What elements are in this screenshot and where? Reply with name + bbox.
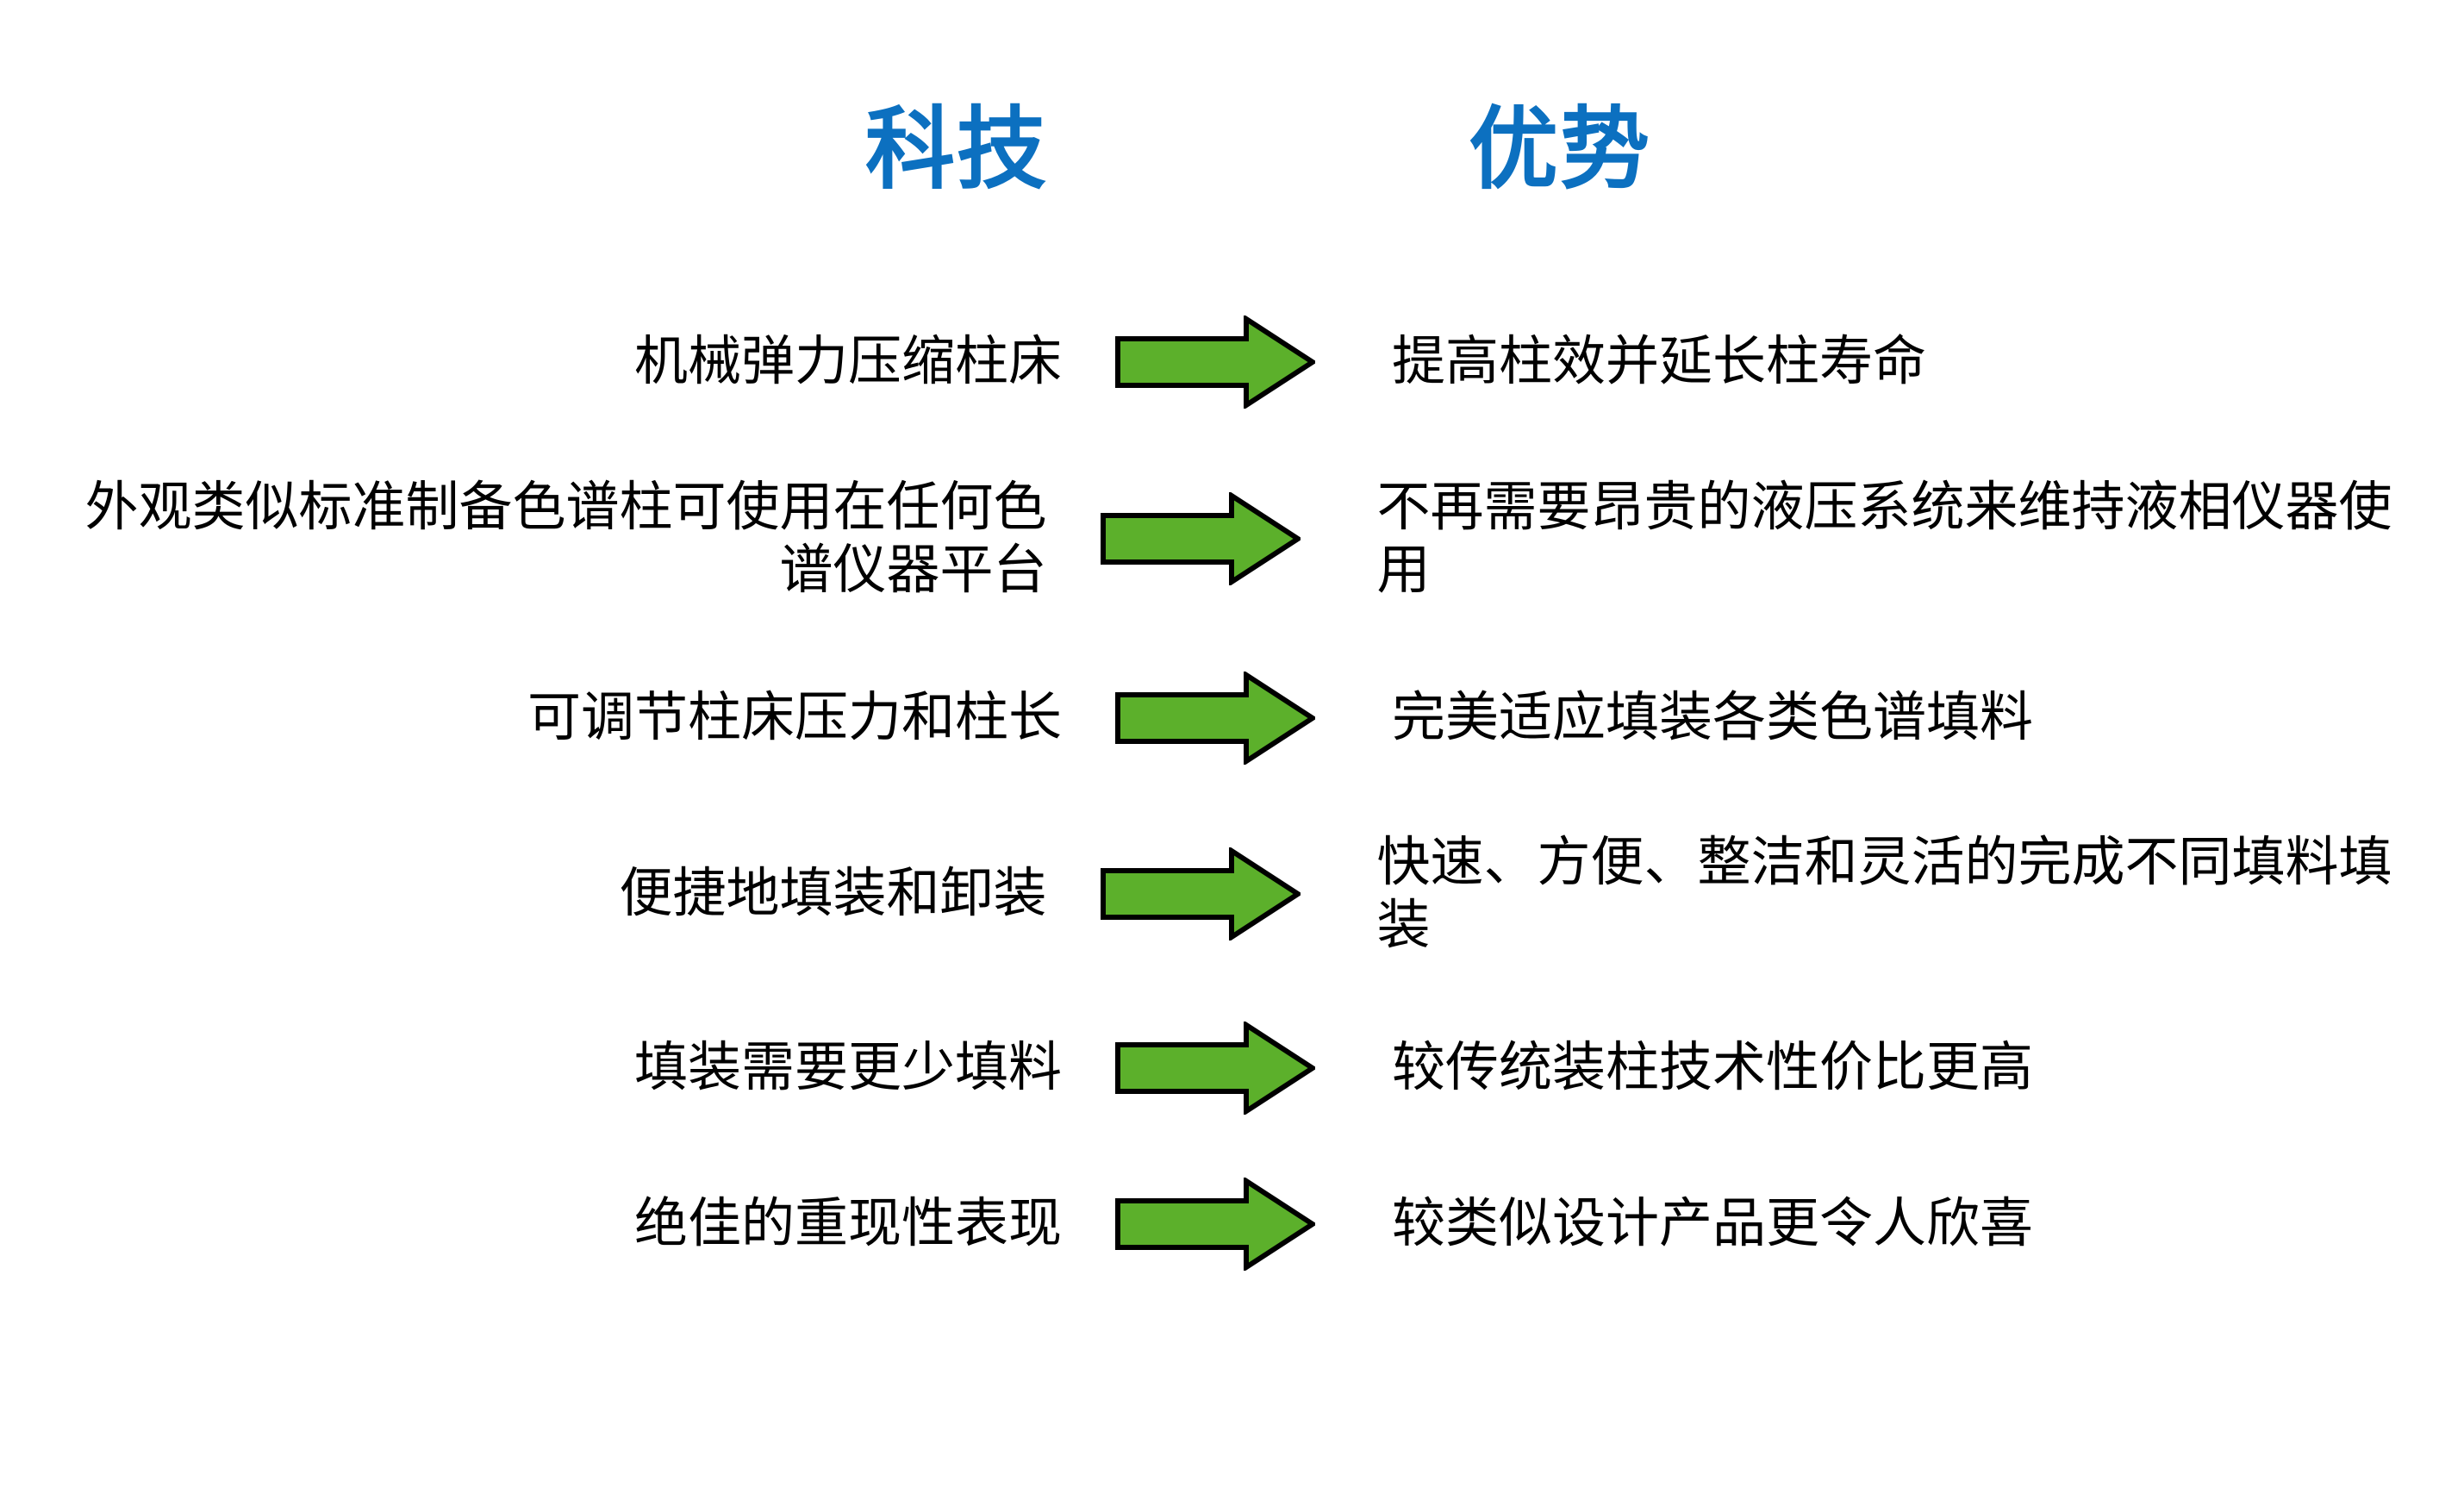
advantage-text: 快速、方便、整洁和灵活的完成不同填料填装: [1376, 832, 2392, 955]
comparison-row: 外观类似标准制备色谱柱可使用在任何色谱仪器平台 不再需要昂贵的液压系统来维持液相…: [0, 440, 2464, 638]
column-header-advantage: 优势: [1468, 100, 1651, 200]
comparison-rows: 机械弹力压缩柱床 提高柱效并延长柱寿命 外观类似标准制备色谱柱可使用在任何色谱仪…: [0, 284, 2464, 1302]
right-arrow-icon: [1115, 316, 1315, 409]
technology-text: 便捷地填装和卸装: [619, 864, 1047, 924]
right-arrow-icon: [1115, 672, 1315, 765]
comparison-row: 机械弹力压缩柱床 提高柱效并延长柱寿命: [0, 284, 2464, 440]
right-arrow-icon: [1115, 1178, 1315, 1271]
arrow-cell: [1086, 1178, 1344, 1271]
arrow-cell: [1071, 847, 1330, 940]
technology-text: 可调节柱床压力和柱长: [527, 688, 1062, 748]
technology-text: 机械弹力压缩柱床: [633, 332, 1062, 392]
right-arrow-icon: [1100, 847, 1301, 940]
right-arrow-icon: [1100, 492, 1301, 585]
advantage-text: 较类似设计产品更令人欣喜: [1392, 1194, 2034, 1254]
arrow-cell: [1086, 1022, 1344, 1115]
advantage-text: 较传统装柱技术性价比更高: [1392, 1038, 2034, 1098]
advantage-text: 完美适应填装各类色谱填料: [1392, 688, 2034, 748]
comparison-row: 绝佳的重现性表现 较类似设计产品更令人欣喜: [0, 1147, 2464, 1302]
technology-text: 填装需要更少填料: [633, 1038, 1062, 1098]
technology-text: 绝佳的重现性表现: [633, 1194, 1062, 1254]
column-header-technology: 科技: [864, 100, 1048, 200]
arrow-cell: [1086, 316, 1344, 409]
arrow-cell: [1086, 672, 1344, 765]
column-headers: 科技 优势: [0, 83, 2464, 212]
advantage-text: 提高柱效并延长柱寿命: [1392, 332, 1927, 392]
advantage-text: 不再需要昂贵的液压系统来维持液相仪器使用: [1376, 477, 2392, 600]
technology-text: 外观类似标准制备色谱柱可使用在任何色谱仪器平台: [84, 477, 1047, 600]
comparison-row: 可调节柱床压力和柱长 完美适应填装各类色谱填料: [0, 638, 2464, 798]
comparison-row: 填装需要更少填料 较传统装柱技术性价比更高: [0, 990, 2464, 1147]
arrow-cell: [1071, 492, 1330, 585]
comparison-row: 便捷地填装和卸装 快速、方便、整洁和灵活的完成不同填料填装: [0, 798, 2464, 990]
right-arrow-icon: [1115, 1022, 1315, 1115]
